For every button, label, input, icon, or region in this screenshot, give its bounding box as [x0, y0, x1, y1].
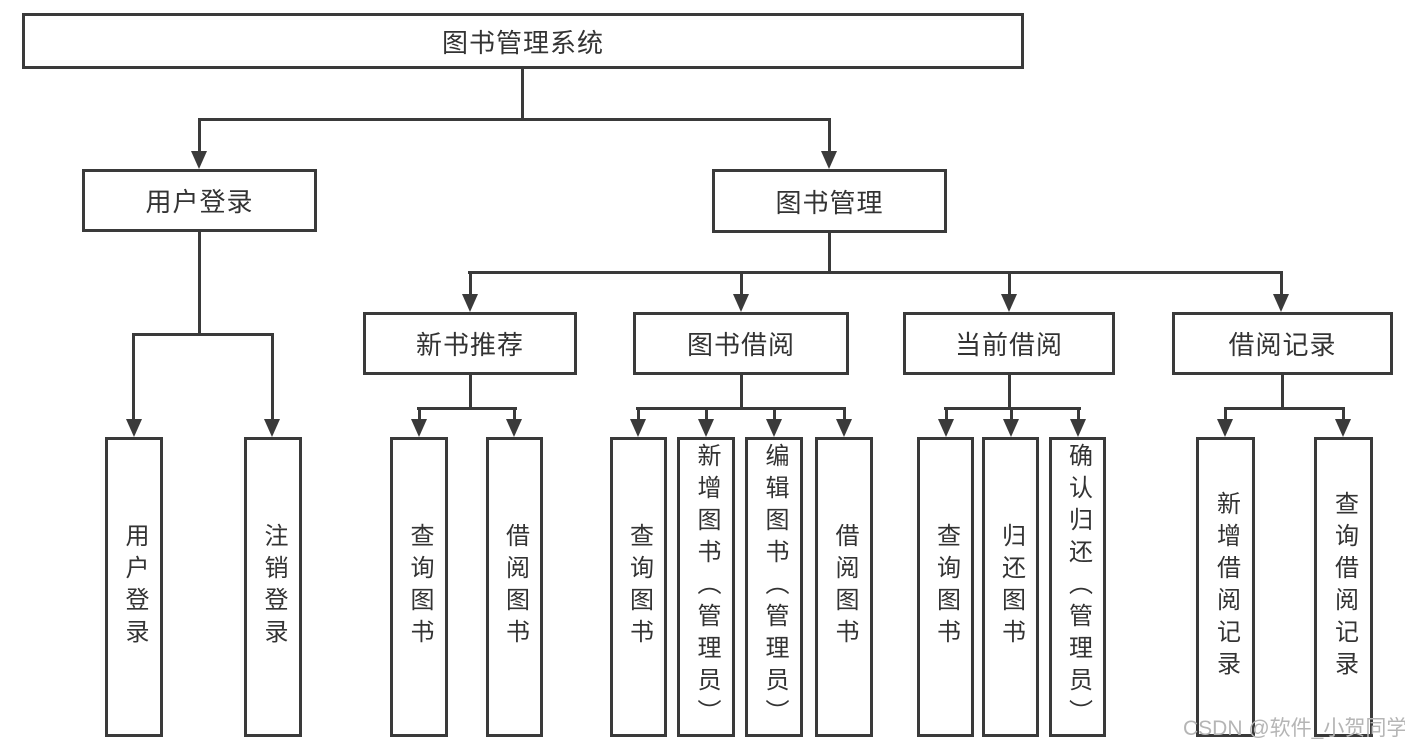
connector-line [1008, 375, 1011, 407]
node-user-login-label: 用户登录 [145, 187, 254, 217]
arrow-down-icon [1001, 294, 1017, 312]
connector-line [198, 232, 201, 333]
node-book-borrowing-label: 图书借阅 [686, 330, 795, 360]
arrow-down-icon [1273, 294, 1289, 312]
connector-line [469, 271, 472, 296]
connector-line [637, 407, 640, 421]
connector-line [1342, 407, 1345, 421]
leaf-query-book-2-label: 查询图书 [625, 523, 653, 651]
connector-line [1008, 271, 1011, 296]
leaf-borrow-book-1: 借阅图书 [486, 437, 543, 737]
leaf-borrow-book-1-label: 借阅图书 [501, 523, 529, 651]
node-borrow-records: 借阅记录 [1172, 312, 1393, 375]
leaf-borrow-book-2-label: 借阅图书 [831, 523, 858, 651]
leaf-query-book-1-label: 查询图书 [406, 523, 433, 651]
connector-line [843, 407, 846, 421]
leaf-user-login: 用户登录 [105, 437, 163, 737]
connector-line [828, 118, 831, 151]
arrow-down-icon [733, 294, 749, 312]
node-borrow-records-label: 借阅记录 [1228, 330, 1337, 360]
connector-line [132, 333, 135, 419]
connector-line [636, 407, 845, 410]
node-book-management-label: 图书管理 [775, 187, 884, 218]
leaf-query-book-3: 查询图书 [917, 437, 974, 737]
node-new-book-recommend-label: 新书推荐 [415, 330, 524, 360]
leaf-query-book-1: 查询图书 [390, 437, 448, 737]
connector-line [1224, 407, 1227, 421]
leaf-add-borrow-record-label: 新增借阅记录 [1212, 491, 1240, 683]
node-root-label: 图书管理系统 [441, 27, 604, 58]
leaf-add-book: 新增图书（管理员） [677, 437, 735, 737]
arrow-down-icon [836, 419, 852, 437]
node-user-login: 用户登录 [82, 169, 317, 232]
connector-line [198, 118, 831, 121]
arrow-down-icon [938, 419, 954, 437]
connector-line [740, 271, 743, 296]
leaf-logout-label: 注销登录 [260, 523, 287, 651]
connector-line [740, 375, 743, 407]
leaf-confirm-return-label: 确认归还（管理员） [1064, 443, 1092, 731]
leaf-query-book-2: 查询图书 [610, 437, 667, 737]
leaf-query-borrow-record-label: 查询借阅记录 [1330, 491, 1358, 683]
leaf-add-borrow-record: 新增借阅记录 [1196, 437, 1255, 737]
leaf-confirm-return: 确认归还（管理员） [1049, 437, 1106, 737]
connector-line [705, 407, 708, 421]
leaf-edit-book: 编辑图书（管理员） [745, 437, 803, 737]
connector-line [1281, 375, 1284, 407]
arrow-down-icon [462, 294, 478, 312]
arrow-down-icon [1003, 419, 1019, 437]
arrow-down-icon [1217, 419, 1233, 437]
connector-line [945, 407, 948, 421]
node-book-management: 图书管理 [712, 169, 947, 233]
connector-line [1077, 407, 1080, 421]
leaf-edit-book-label: 编辑图书（管理员） [761, 443, 788, 731]
connector-line [469, 375, 472, 407]
node-root: 图书管理系统 [22, 13, 1024, 69]
leaf-query-book-3-label: 查询图书 [932, 523, 960, 651]
node-current-borrowing-label: 当前借阅 [954, 330, 1063, 360]
leaf-add-book-label: 新增图书（管理员） [693, 443, 720, 731]
leaf-borrow-book-2: 借阅图书 [815, 437, 873, 737]
connector-line [132, 333, 274, 336]
arrow-down-icon [821, 151, 837, 169]
connector-line [1224, 407, 1345, 410]
leaf-query-borrow-record: 查询借阅记录 [1314, 437, 1373, 737]
arrow-down-icon [698, 419, 714, 437]
connector-line [198, 118, 201, 151]
arrow-down-icon [126, 419, 142, 437]
connector-line [417, 407, 517, 410]
watermark: CSDN @软件_小贺同学 [1183, 717, 1405, 740]
arrow-down-icon [1335, 419, 1351, 437]
connector-line [1010, 407, 1013, 421]
node-current-borrowing: 当前借阅 [903, 312, 1115, 375]
connector-line [521, 69, 524, 118]
node-book-borrowing: 图书借阅 [633, 312, 849, 375]
connector-line [828, 233, 831, 271]
arrow-down-icon [506, 419, 522, 437]
arrow-down-icon [766, 419, 782, 437]
connector-line [513, 407, 516, 421]
leaf-return-book: 归还图书 [982, 437, 1039, 737]
node-new-book-recommend: 新书推荐 [363, 312, 577, 375]
connector-line [773, 407, 776, 421]
leaf-return-book-label: 归还图书 [997, 523, 1025, 651]
connector-line [271, 333, 274, 419]
leaf-user-login-label: 用户登录 [121, 523, 148, 651]
connector-line [468, 271, 1282, 274]
arrow-down-icon [411, 419, 427, 437]
leaf-logout: 注销登录 [244, 437, 302, 737]
connector-line [1280, 271, 1283, 296]
arrow-down-icon [1070, 419, 1086, 437]
arrow-down-icon [264, 419, 280, 437]
arrow-down-icon [630, 419, 646, 437]
connector-line [418, 407, 421, 421]
arrow-down-icon [191, 151, 207, 169]
